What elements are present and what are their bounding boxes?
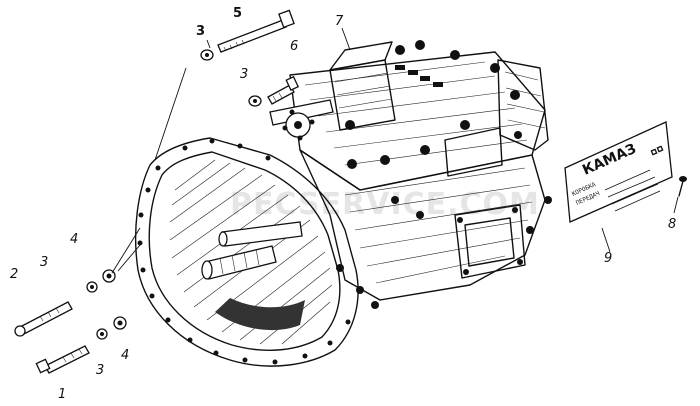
- washer-3-mid: [248, 95, 262, 107]
- callout-4-bottom: 4: [121, 348, 129, 363]
- callout-3-bottom: 3: [96, 363, 104, 378]
- callout-5: 5: [233, 6, 242, 21]
- input-shaft: [201, 221, 303, 280]
- callout-3-mid: 3: [240, 67, 248, 82]
- washer-3-top: [200, 49, 214, 61]
- callout-6: 6: [290, 39, 298, 54]
- nut-4-bottom: [113, 316, 127, 330]
- bolt-1: [35, 345, 90, 374]
- callout-8: 8: [668, 217, 676, 232]
- nameplate: КАМАЗ КОРОБКА ПЕРЕДАЧ: [564, 121, 673, 223]
- bolt-6: [267, 75, 300, 105]
- gearbox-body: [289, 40, 552, 309]
- callout-labels: 1 2 3 3 3 3 4 4 5 6 7 8 9: [10, 6, 676, 402]
- washer-3-bottom: [96, 328, 108, 340]
- callout-9: 9: [604, 251, 612, 266]
- rivet-8: [678, 176, 687, 197]
- clutch-housing: [134, 137, 359, 367]
- watermark-text: PECSERVICE.COM: [230, 187, 540, 222]
- callout-3-left: 3: [40, 255, 48, 270]
- washer-3-left: [86, 281, 98, 293]
- callout-7: 7: [335, 14, 344, 29]
- callout-4-left: 4: [70, 232, 78, 247]
- shift-tower: [269, 41, 443, 141]
- callout-1: 1: [58, 387, 66, 402]
- leader-lines: [111, 27, 679, 274]
- bolt-2: [14, 301, 73, 337]
- callout-2: 2: [10, 267, 18, 282]
- callout-3-top: 3: [196, 24, 205, 39]
- long-bolt-5: [217, 9, 295, 53]
